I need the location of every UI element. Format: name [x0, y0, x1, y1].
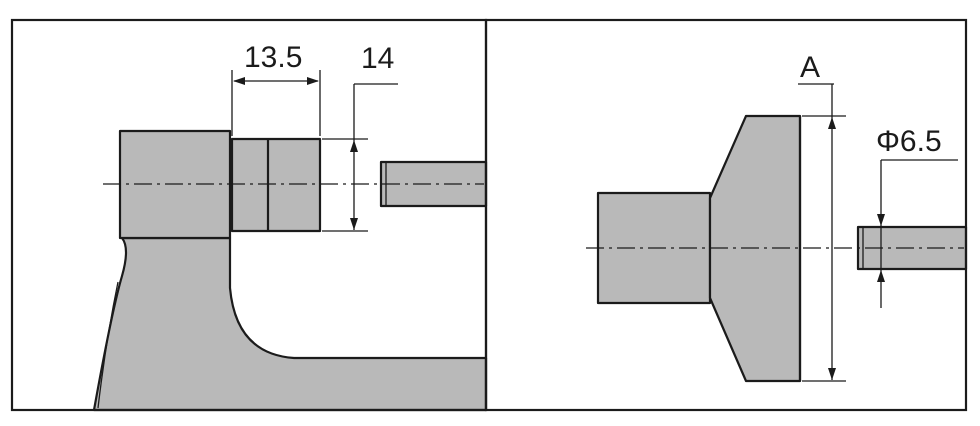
dimension-label-13-5: 13.5: [244, 41, 302, 74]
arrow-phi-top: [877, 214, 885, 226]
arrow-14-bottom: [350, 218, 358, 230]
arrow-13-5-left: [233, 77, 245, 85]
arrow-13-5-right: [307, 77, 319, 85]
dimension-label-a: A: [800, 51, 820, 84]
arrow-phi-bottom: [877, 270, 885, 282]
arrow-14-top: [350, 140, 358, 152]
dimension-label-phi: Φ6.5: [876, 125, 942, 158]
arrow-a-top: [828, 117, 836, 129]
micrometer-frame: [92, 236, 488, 412]
frame-edge-line: [97, 281, 119, 409]
arrow-a-bottom: [828, 368, 836, 380]
right-panel: A Φ6.5: [586, 51, 968, 383]
left-panel: 13.5 14: [92, 41, 488, 412]
anvil-tip: [230, 137, 322, 233]
dimension-label-14: 14: [361, 42, 394, 75]
right-panel-border: [484, 18, 968, 412]
